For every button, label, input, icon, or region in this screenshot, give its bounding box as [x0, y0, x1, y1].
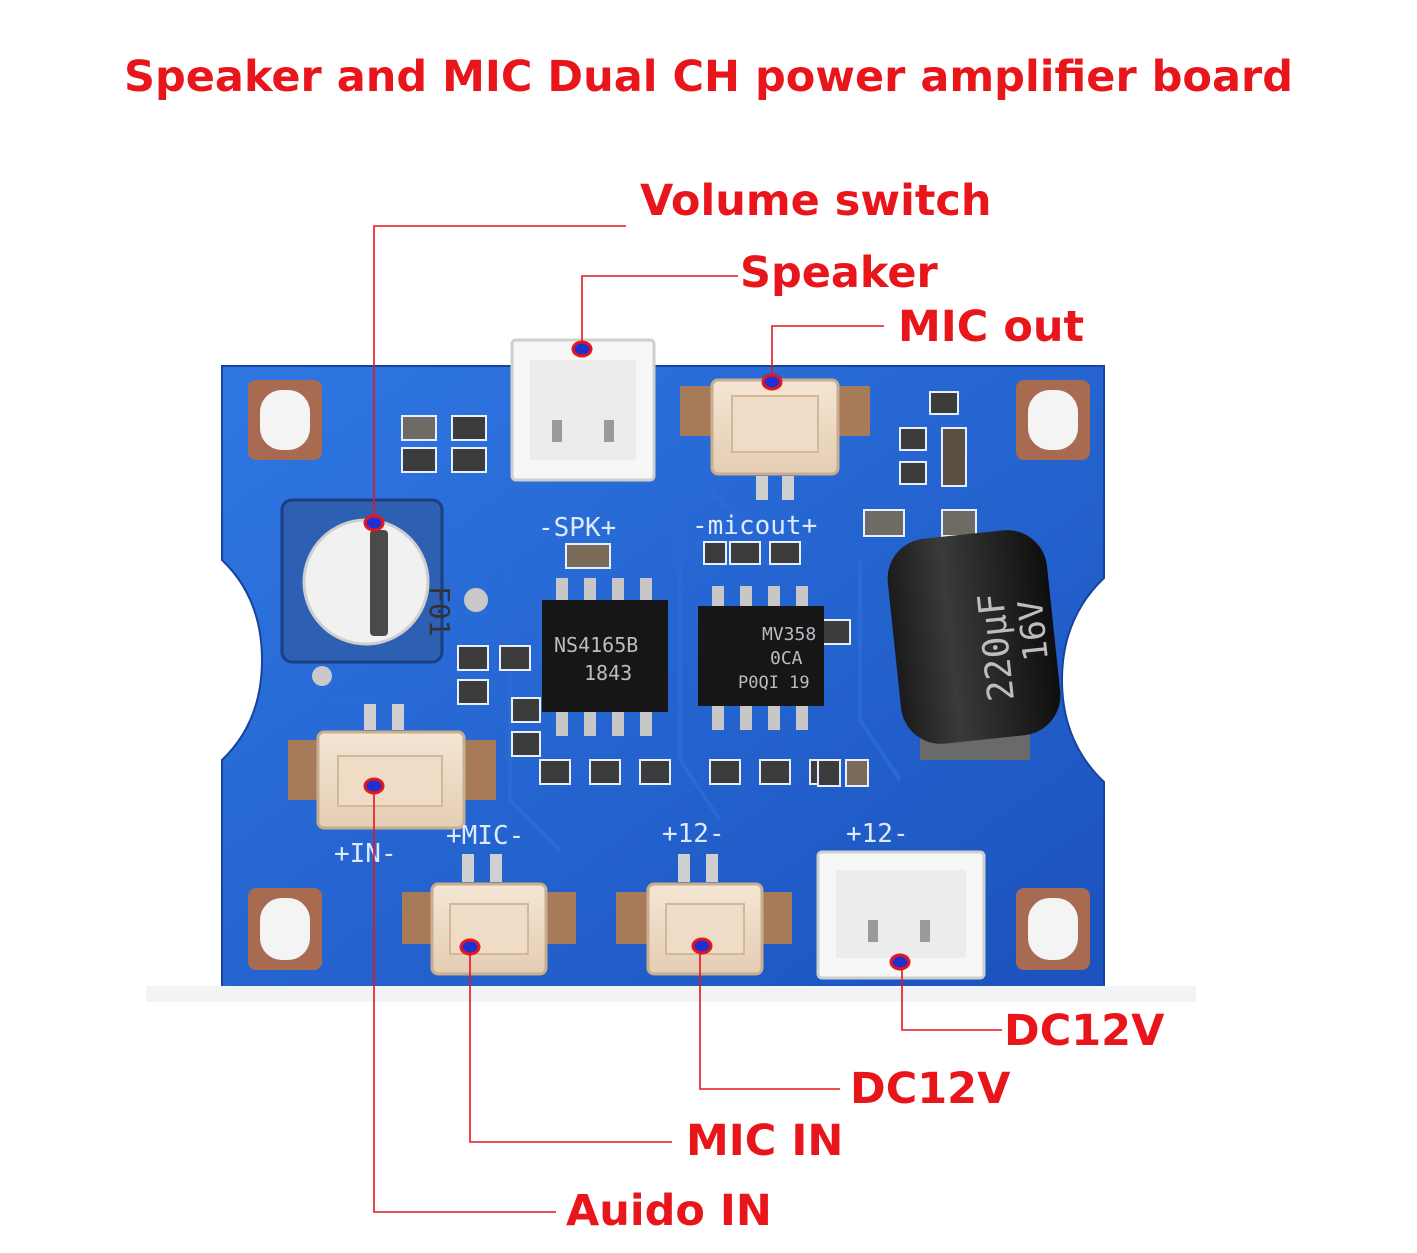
- marker-speaker: [571, 340, 593, 358]
- leader-lines: [373, 225, 1002, 1213]
- label-audio-in: Auido IN: [566, 1186, 772, 1236]
- leader-volume-switch: [373, 225, 626, 522]
- audio-in-connector: [288, 704, 496, 830]
- marker-mic-out: [761, 373, 783, 391]
- label-dc12v-mid: DC12V: [850, 1064, 1011, 1114]
- amp-chip-label-1: NS4165B: [554, 633, 638, 657]
- board-shadow: [146, 986, 1196, 1002]
- silk-mic: +MIC-: [446, 821, 524, 851]
- label-speaker: Speaker: [740, 248, 938, 298]
- marker-audio-in: [363, 777, 385, 795]
- speaker-connector: [510, 338, 656, 482]
- amp-chip-label-2: 1843: [584, 661, 632, 685]
- leader-speaker: [581, 275, 738, 349]
- leader-mic-out: [771, 325, 884, 382]
- silk-in: +IN-: [334, 839, 397, 869]
- capacitor-voltage-text: 16V: [1011, 598, 1057, 663]
- potentiometer: F01: [280, 498, 488, 686]
- pot-code-text: F01: [423, 586, 456, 637]
- power-12v-connector-right: [816, 850, 986, 980]
- electrolytic-capacitor: 220μF 16V: [887, 530, 1061, 760]
- opamp-chip-label-2: 0CA: [770, 648, 803, 669]
- page-title: Speaker and MIC Dual CH power amplifier …: [124, 52, 1293, 102]
- pcb-traces: [330, 478, 902, 852]
- marker-mic-in: [459, 938, 481, 956]
- silk-12-mid: +12-: [662, 819, 725, 849]
- mounting-holes: [248, 380, 1090, 970]
- label-dc12v-right: DC12V: [1004, 1006, 1165, 1056]
- opamp-chip-label-3: P0QI 19: [738, 673, 810, 693]
- leader-audio-in: [373, 786, 556, 1213]
- amplifier-chip: NS4165B 1843: [542, 578, 668, 736]
- pin-markers: [363, 340, 911, 971]
- silk-micout: -micout+: [692, 511, 817, 541]
- leader-mic-in: [469, 948, 672, 1143]
- opamp-chip: MV358 0CA P0QI 19: [698, 586, 824, 730]
- marker-volume-switch: [363, 514, 385, 532]
- smd-components: [401, 391, 977, 787]
- silk-12-right: +12-: [846, 819, 909, 849]
- silk-spk: -SPK+: [538, 513, 616, 543]
- mic-in-connector: [402, 854, 576, 976]
- mic-out-connector: [680, 378, 870, 500]
- marker-dc12v-mid: [691, 937, 713, 955]
- leader-dc12v-mid: [699, 946, 840, 1090]
- label-mic-out: MIC out: [898, 302, 1085, 352]
- leader-dc12v-right: [901, 962, 1002, 1031]
- opamp-chip-label-1: MV358: [762, 624, 816, 645]
- label-mic-in: MIC IN: [686, 1116, 844, 1166]
- label-volume-switch: Volume switch: [640, 176, 992, 226]
- marker-dc12v-right: [889, 953, 911, 971]
